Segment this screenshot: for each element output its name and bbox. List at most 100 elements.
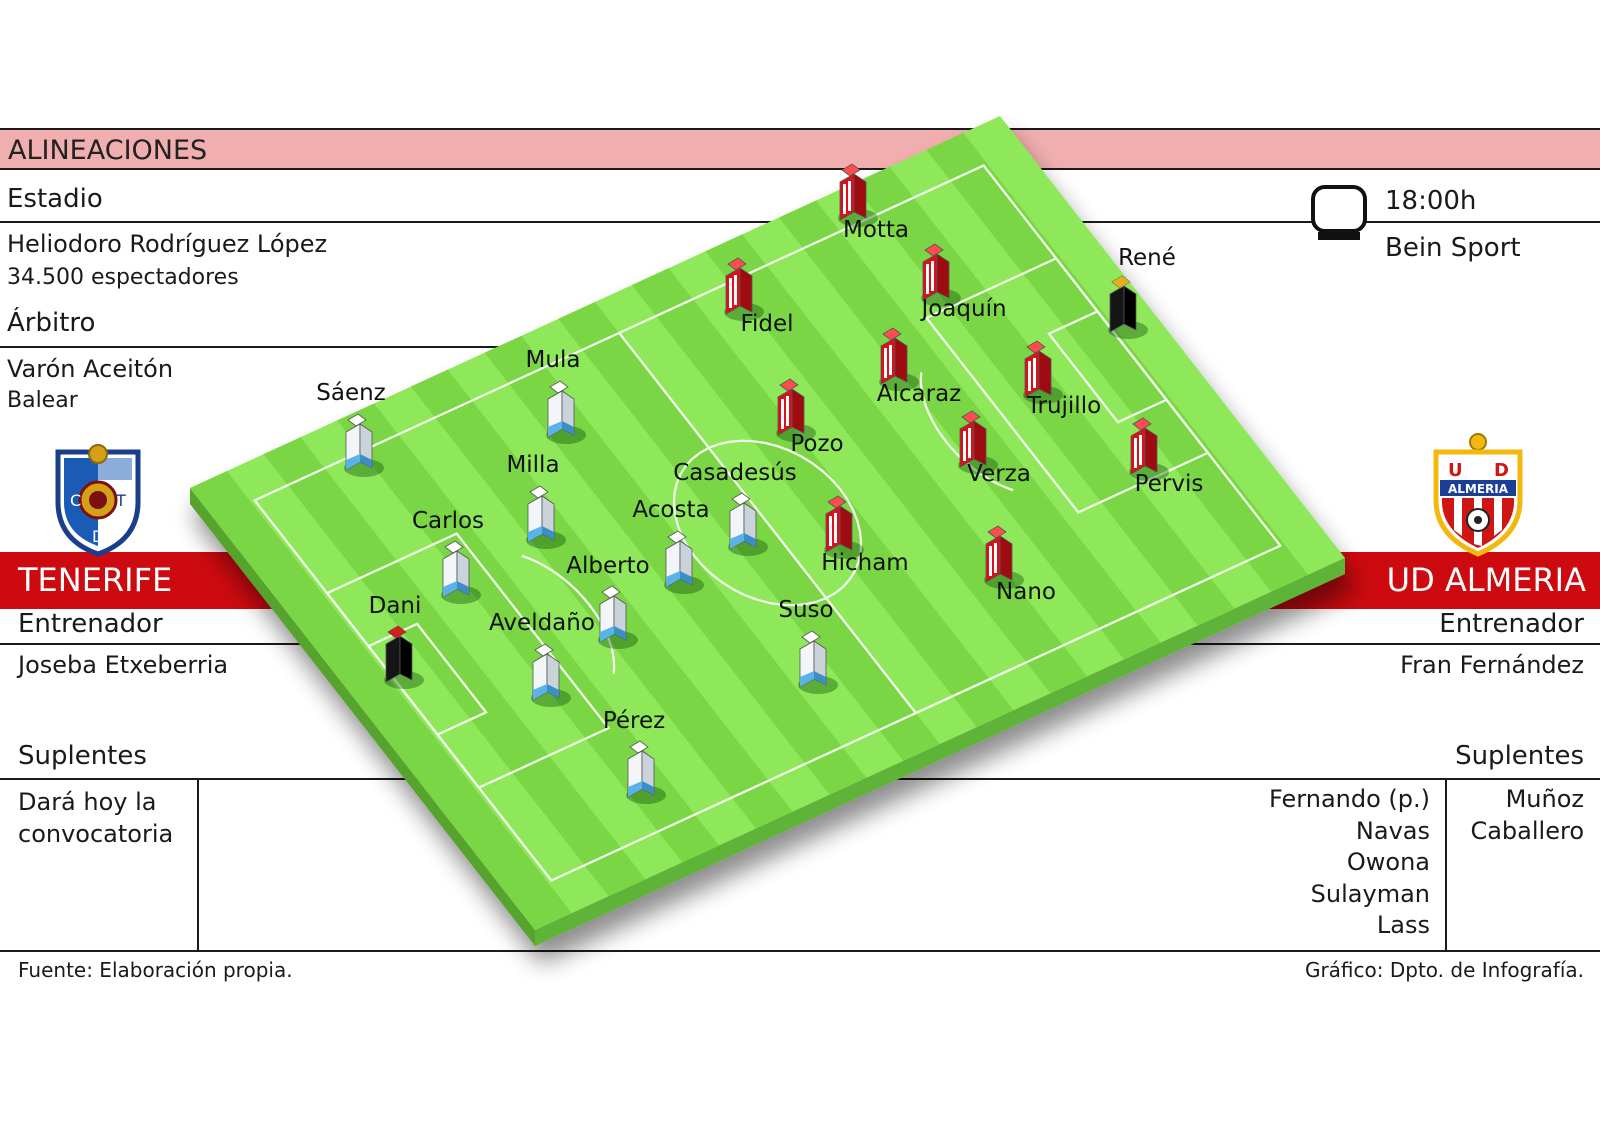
home-player-figure xyxy=(384,625,424,689)
player-head xyxy=(779,378,799,392)
player-head xyxy=(882,327,902,341)
player-stripe xyxy=(786,396,789,426)
player-side xyxy=(1144,427,1158,473)
header-band: ALINEACIONES xyxy=(0,128,1600,170)
player-stripe xyxy=(1028,361,1031,391)
player-shorts xyxy=(528,526,542,542)
player-shorts xyxy=(562,421,574,435)
away-player-figure xyxy=(776,378,816,442)
player-side xyxy=(936,253,950,299)
divider xyxy=(0,950,1600,952)
player-shorts xyxy=(346,454,360,470)
player-side xyxy=(894,337,908,383)
home-player-figure xyxy=(441,540,481,604)
footer-source: Fuente: Elaboración propia. xyxy=(18,958,293,982)
home-subs-note-line: Dará hoy la xyxy=(18,788,157,816)
player-side xyxy=(399,635,413,681)
player-stripe xyxy=(1139,435,1142,465)
player-body xyxy=(825,505,841,553)
away-player-label: Motta xyxy=(843,217,909,243)
referee-region: Balear xyxy=(7,388,78,413)
home-player-label: Suso xyxy=(778,597,833,623)
away-sub: Caballero xyxy=(1470,816,1584,845)
away-subs-list-1: Fernando (p.) Navas Owona Sulayman Lass xyxy=(1269,784,1430,942)
home-player-label: Pérez xyxy=(603,708,665,734)
pitch-edge-front xyxy=(535,558,1345,946)
goal-area-right xyxy=(1047,310,1169,424)
home-team-name: TENERIFE xyxy=(18,561,173,599)
divider xyxy=(0,346,500,348)
player-head xyxy=(347,413,367,427)
player-shorts xyxy=(600,626,614,642)
home-coach-label: Entrenador xyxy=(18,609,163,639)
player-head xyxy=(727,257,747,271)
player-head xyxy=(987,525,1007,539)
away-player-label: Pozo xyxy=(790,431,843,457)
away-sub: Navas xyxy=(1355,816,1430,845)
divider xyxy=(197,778,199,950)
player-stripe xyxy=(963,431,966,461)
penalty-arc-right xyxy=(919,372,1014,492)
away-team-name: UD ALMERIA xyxy=(1386,561,1586,599)
broadcaster: Bein Sport xyxy=(1385,233,1521,263)
home-player-label: Aveldaño xyxy=(489,610,595,636)
away-player-figure xyxy=(838,163,878,227)
away-crest-text: ALMERIA xyxy=(1448,482,1509,496)
away-player-figure xyxy=(879,327,919,391)
away-player-label: Hicham xyxy=(821,550,908,576)
away-sub: Fernando (p.) xyxy=(1269,785,1430,813)
player-shorts xyxy=(457,581,469,595)
away-crest: U D ALMERIA xyxy=(1433,433,1523,557)
pitch-stripe xyxy=(190,471,572,930)
tv-icon xyxy=(1311,185,1367,240)
player-head xyxy=(529,485,549,499)
away-player-label: Nano xyxy=(996,579,1056,605)
player-stripe xyxy=(1134,438,1137,468)
away-crest-letter-2: D xyxy=(1494,460,1509,481)
player-head xyxy=(601,585,621,599)
halfway-line xyxy=(618,332,917,714)
player-shorts xyxy=(814,671,826,685)
player-head xyxy=(801,630,821,644)
footer-credit: Gráfico: Dpto. de Infografía. xyxy=(1304,958,1584,982)
player-stripe xyxy=(834,513,837,543)
stadium-capacity: 34.500 espectadores xyxy=(7,265,239,290)
player-head xyxy=(961,410,981,424)
away-subs-label: Suplentes xyxy=(1455,741,1584,771)
player-shorts xyxy=(744,533,756,547)
player-stripe xyxy=(931,261,934,291)
home-player-figure xyxy=(664,530,704,594)
center-circle xyxy=(672,439,863,607)
player-stripe xyxy=(968,428,971,458)
pitch-stripe xyxy=(410,369,793,829)
home-player-figure xyxy=(798,630,838,694)
player-shorts xyxy=(360,454,372,468)
player-body xyxy=(922,253,938,301)
home-crest: C T D xyxy=(55,444,141,557)
home-player-figure xyxy=(598,585,638,649)
player-shorts xyxy=(680,571,692,585)
player-head-accent xyxy=(1112,276,1130,288)
pitch-stripe xyxy=(631,268,1014,728)
player-shorts xyxy=(642,781,654,795)
home-player-label: Milla xyxy=(506,452,559,478)
player-side xyxy=(839,505,853,551)
player-head xyxy=(827,495,847,509)
away-player-label: Alcaraz xyxy=(877,381,962,407)
player-body xyxy=(777,388,793,436)
player-side xyxy=(999,535,1013,581)
player-shorts xyxy=(666,571,680,587)
player-stripe xyxy=(989,546,992,576)
player-shorts xyxy=(542,526,554,540)
away-player-figure xyxy=(984,525,1024,589)
player-head xyxy=(1132,417,1152,431)
home-crest-letter-3: D xyxy=(92,527,104,546)
home-player-figure xyxy=(344,413,384,477)
player-side xyxy=(853,173,867,219)
player-body xyxy=(1130,427,1146,475)
away-coach-label: Entrenador xyxy=(1439,609,1584,639)
player-body xyxy=(385,635,401,683)
player-stripe xyxy=(729,278,732,308)
home-player-label: Sáenz xyxy=(316,380,386,406)
home-subs-note-line: convocatoria xyxy=(18,820,174,848)
